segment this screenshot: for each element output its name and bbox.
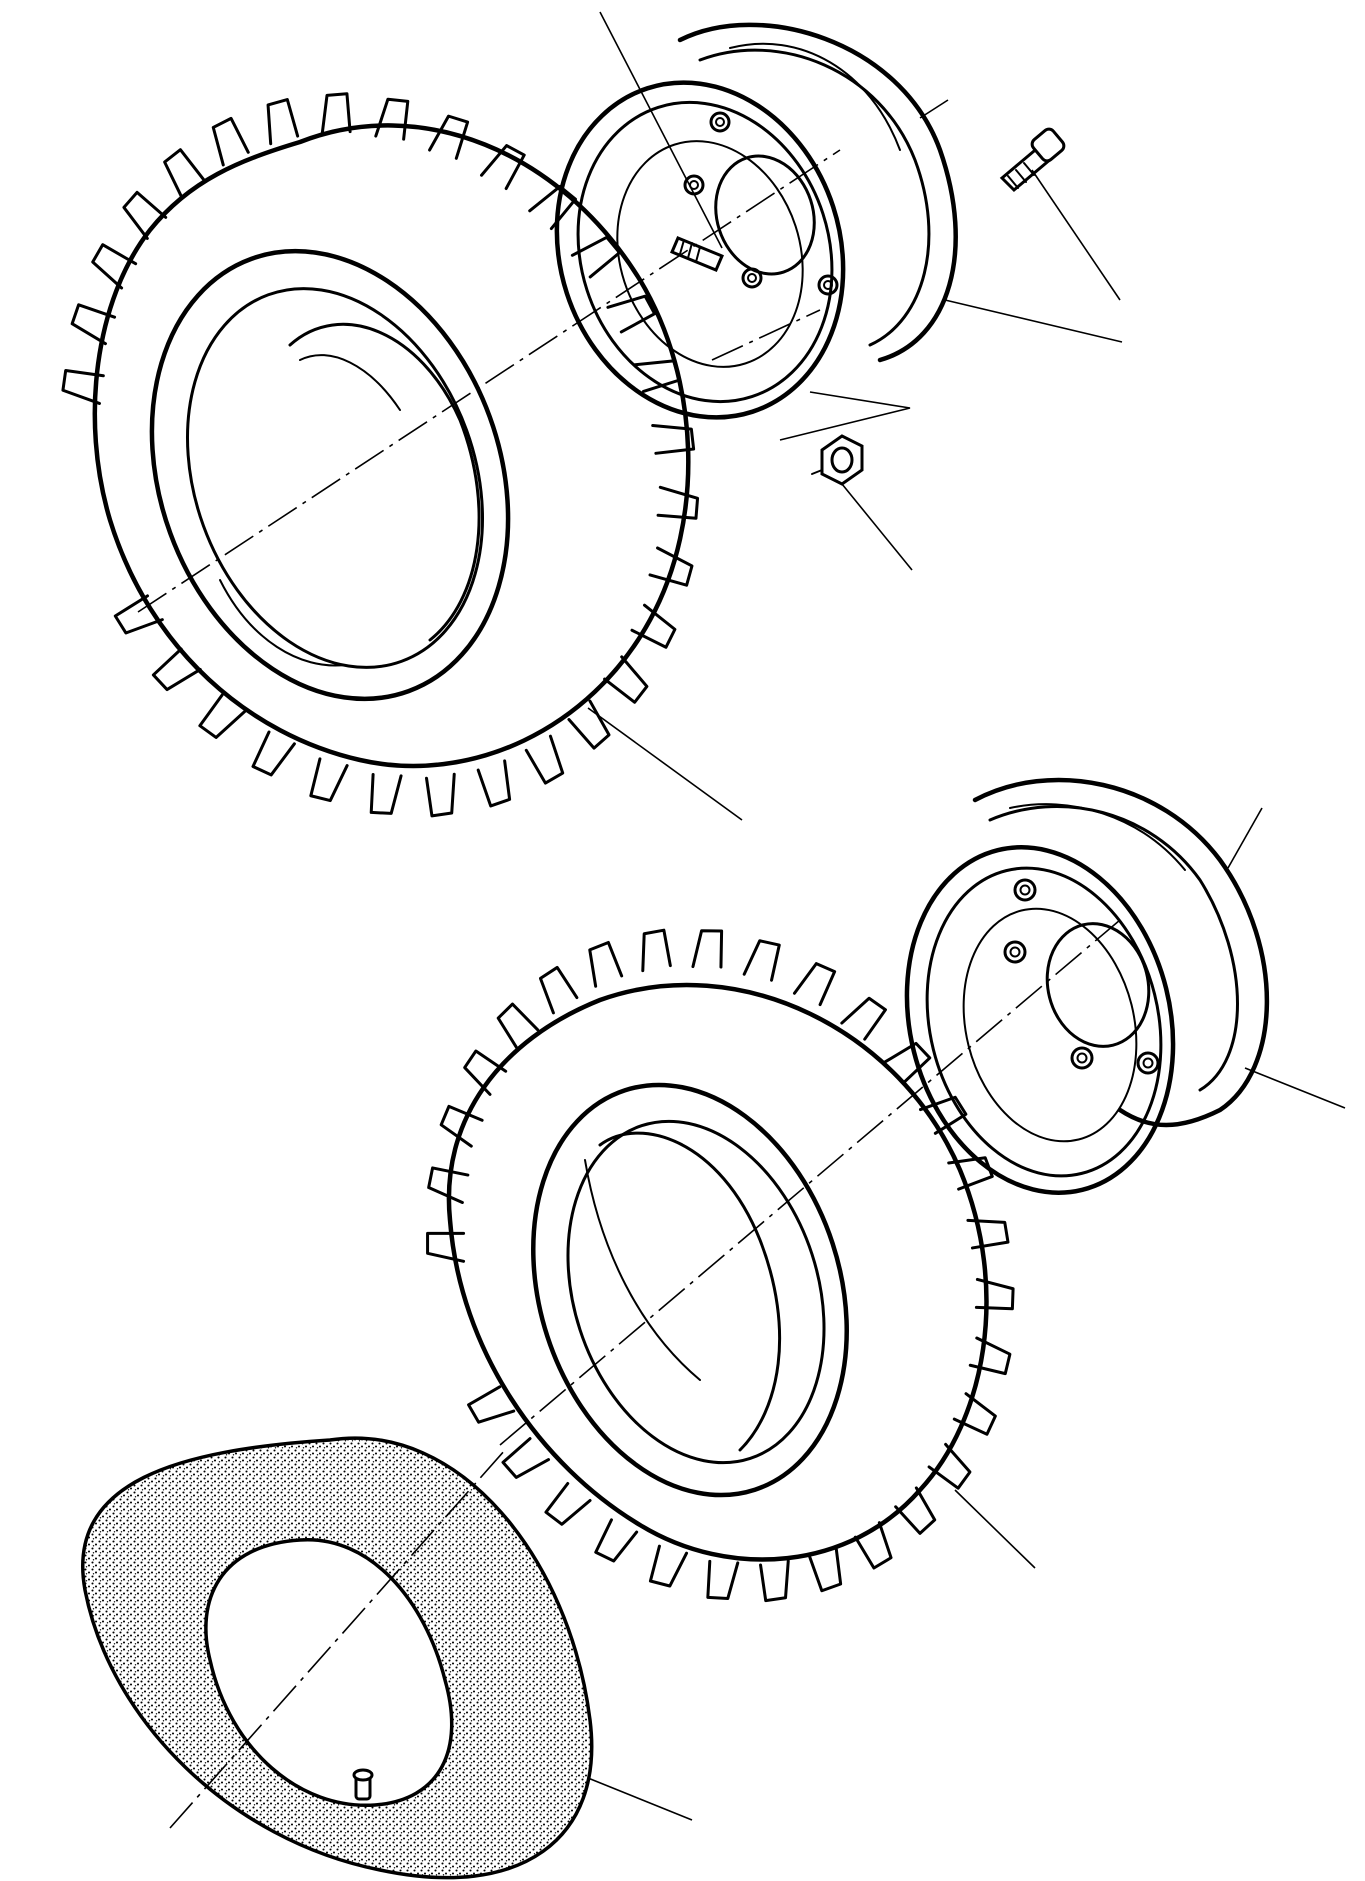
tread-lug (320, 92, 352, 136)
rear-tire-tread-lugs (426, 928, 1015, 1603)
tread-lug (691, 929, 724, 969)
tread-lug (266, 98, 300, 146)
tread-lug (630, 603, 677, 649)
tread-lug (374, 97, 410, 141)
tread-lug (651, 423, 696, 455)
tread-lug (966, 1218, 1010, 1250)
tread-lug (759, 1559, 790, 1603)
tread-lug (251, 730, 296, 777)
front-tire-tread-lugs (61, 92, 700, 818)
tread-lug (198, 693, 247, 739)
tread-lug (706, 1559, 740, 1600)
tread-lug (594, 1518, 639, 1563)
wheel-nut (811, 434, 864, 486)
tread-lug (641, 928, 672, 973)
tread-lug (61, 368, 105, 405)
tread-lug (840, 996, 887, 1041)
tread-lug (606, 294, 657, 334)
tread-lug (113, 594, 164, 635)
tread-lug (211, 116, 250, 167)
tread-lug (425, 772, 456, 818)
tread-lug (974, 1277, 1015, 1311)
tread-lug (894, 1486, 937, 1535)
centre-axes (137, 149, 1121, 1829)
tread-lug (524, 734, 565, 785)
wheel-stud (999, 127, 1066, 193)
tread-lug (163, 148, 206, 199)
tread-lug (496, 1002, 540, 1051)
tread-lug (369, 772, 403, 815)
tread-lug (808, 1545, 843, 1593)
tread-lug (656, 485, 700, 520)
tube-valve (352, 1768, 374, 1801)
tread-lug (952, 1392, 997, 1436)
tread-lug (567, 699, 611, 750)
tread-lug (968, 1336, 1012, 1376)
tread-lug (501, 1437, 551, 1479)
tread-lug (439, 1104, 484, 1148)
tread-lug (648, 1544, 689, 1588)
rear-rim-bolt-holes (1003, 878, 1160, 1075)
tread-lug (476, 759, 512, 808)
leader-lines (587, 11, 1346, 1821)
front-rim (554, 22, 958, 420)
tread-lug (309, 757, 349, 803)
rear-tire (426, 928, 1015, 1603)
tread-lug (463, 1049, 508, 1096)
tread-lug (467, 1385, 516, 1424)
tread-lug (918, 1095, 968, 1135)
tread-lug (927, 1442, 972, 1490)
tread-lug (588, 940, 624, 988)
tread-lug (633, 359, 682, 393)
rear-rim (904, 777, 1270, 1195)
tread-lug (480, 144, 526, 191)
front-tire (61, 92, 700, 818)
tread-lug (151, 647, 202, 692)
tread-lug (122, 190, 168, 240)
tread-lug (528, 184, 577, 231)
tread-lug (538, 965, 579, 1015)
tread-lug (742, 939, 781, 982)
tread-lug (91, 243, 138, 290)
tread-lug (70, 303, 117, 346)
tread-lug (882, 1041, 932, 1085)
tread-lug (792, 962, 837, 1007)
valve-stem (670, 236, 724, 272)
tread-lug (428, 114, 470, 160)
inner-tube (81, 1436, 594, 1880)
tread-lug (544, 1482, 592, 1526)
tread-lug (426, 1231, 466, 1263)
tread-lug (853, 1521, 893, 1570)
tread-lug (603, 655, 649, 704)
